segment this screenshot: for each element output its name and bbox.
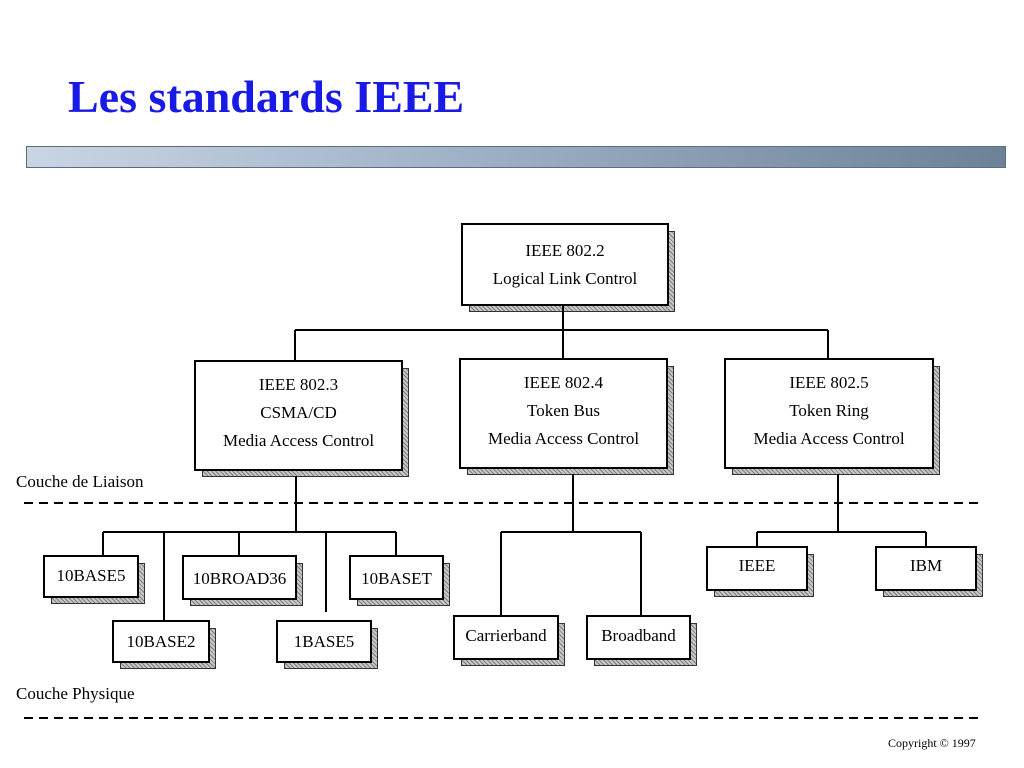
box-broadband: Broadband: [586, 615, 697, 666]
box-carrierband: Carrierband: [453, 615, 565, 666]
box-ieee-8023-line3: Media Access Control: [222, 431, 375, 450]
box-ieee-8022: IEEE 802.2 Logical Link Control: [461, 223, 675, 312]
box-10broad36: 10BROAD36: [182, 555, 303, 606]
box-ieee-8022-line1: IEEE 802.2: [525, 241, 605, 260]
box-10baset: 10BASET: [349, 555, 450, 606]
box-ieee-8024-line2: Token Bus: [527, 401, 600, 420]
layer-label-liaison: Couche de Liaison: [16, 472, 144, 491]
box-ieee-8023-line1: IEEE 802.3: [258, 375, 339, 394]
box-ieee: IEEE: [706, 546, 814, 597]
box-1base5: 1BASE5: [276, 620, 378, 669]
box-ieee-8023-line2: CSMA/CD: [260, 403, 337, 422]
layer-label-physique: Couche Physique: [16, 684, 135, 703]
box-ieee-8025-line1: IEEE 802.5: [789, 373, 869, 392]
box-ieee-8025-line3: Media Access Control: [753, 429, 905, 448]
box-ieee-8023: IEEE 802.3 CSMA/CD Media Access Control: [194, 360, 409, 477]
box-10base5: 10BASE5: [43, 555, 145, 604]
box-ieee-8025-line2: Token Ring: [789, 401, 869, 420]
box-ieee-8024: IEEE 802.4 Token Bus Media Access Contro…: [459, 358, 674, 475]
copyright-notice: Copyright © 1997: [888, 736, 976, 750]
title-divider-bar: [26, 146, 1006, 168]
box-ieee-8022-line2: Logical Link Control: [492, 269, 638, 288]
slide-title: Les standards IEEE: [68, 71, 465, 122]
box-ibm: IBM: [875, 546, 983, 597]
box-ieee-8024-line1: IEEE 802.4: [523, 373, 604, 392]
box-ieee-8024-line3: Media Access Control: [487, 429, 640, 448]
box-10base2: 10BASE2: [112, 620, 216, 669]
box-ieee-8025: IEEE 802.5 Token Ring Media Access Contr…: [724, 358, 940, 475]
